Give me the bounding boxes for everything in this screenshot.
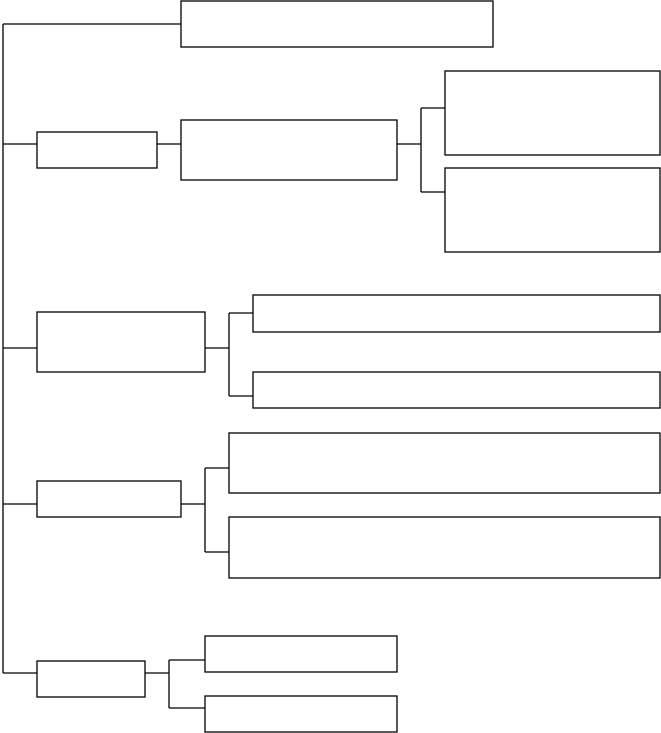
branch-1-box — [36, 131, 158, 169]
branch-2-leaf-2-box — [252, 371, 661, 409]
branch-1-leaf-1-box — [444, 70, 661, 156]
branch-3-leaf-1-box — [228, 432, 661, 494]
branch-2-box — [36, 311, 206, 373]
root-box — [180, 0, 494, 48]
branch-1-child-box — [180, 119, 398, 181]
branch-4-leaf-1-box — [204, 635, 398, 673]
branch-1-leaf-2-box — [444, 167, 661, 253]
branch-4-leaf-2-box — [204, 695, 398, 733]
branch-3-leaf-2-box — [228, 516, 661, 579]
branch-2-leaf-1-box — [252, 294, 661, 333]
branch-4-box — [36, 660, 146, 698]
branch-3-box — [36, 480, 182, 518]
diagram-connectors — [2, 23, 445, 709]
diagram-boxes — [36, 0, 661, 733]
